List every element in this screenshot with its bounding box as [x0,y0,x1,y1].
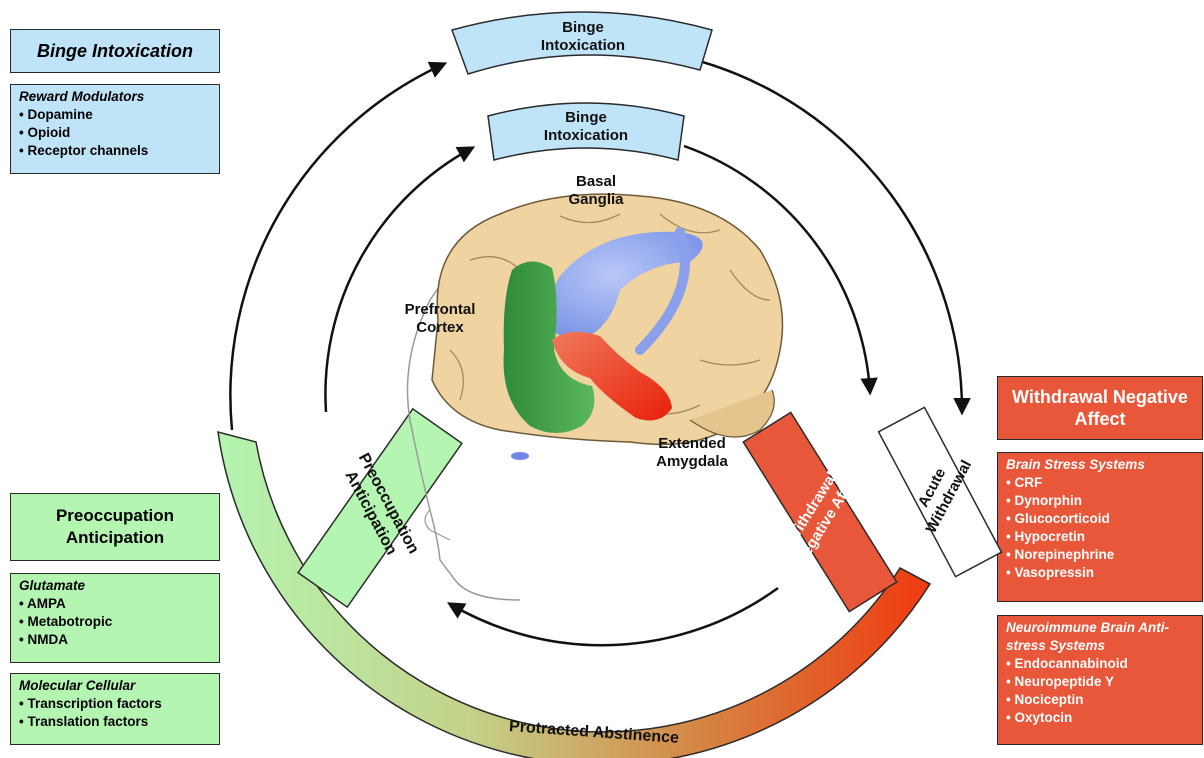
list-item: Metabotropic [19,613,211,631]
protracted-divider [899,567,931,585]
reward-modulators-box: Reward Modulators Dopamine Opioid Recept… [10,84,220,174]
list-item: Receptor channels [19,142,211,160]
list-item: Dopamine [19,106,211,124]
list-item: Nociceptin [1006,691,1194,709]
list-item: Dynorphin [1006,492,1194,510]
list-item: Opioid [19,124,211,142]
list-item: Endocannabinoid [1006,655,1194,673]
brain-stress-systems-box: Brain Stress Systems CRF Dynorphin Gluco… [997,452,1203,602]
acute-withdrawal-banner [877,406,1003,578]
inner-cycle-arrow-right [683,144,878,396]
molecular-cellular-box: Molecular Cellular Transcription factors… [10,673,220,745]
molecular-cellular-title: Molecular Cellular [19,678,136,693]
outer-cycle-arrow-right [659,50,971,416]
neuroimmune-title: Neuroimmune Brain Anti-stress Systems [1006,620,1170,653]
list-item: Neuropeptide Y [1006,673,1194,691]
withdrawal-negative-affect-header: Withdrawal Negative Affect [997,376,1203,440]
basal-ganglia-tail [635,227,690,355]
inner-cycle-arrow-bottom [446,586,779,647]
list-item: CRF [1006,474,1194,492]
list-item: Translation factors [19,713,211,731]
reward-modulators-title: Reward Modulators [19,89,145,104]
list-item: Vasopressin [1006,564,1194,582]
outer-cycle-arrow-left [229,61,448,431]
inner-binge-banner [487,102,685,161]
list-item: Hypocretin [1006,528,1194,546]
nose-outline [424,509,451,541]
glutamate-box: Glutamate AMPA Metabotropic NMDA [10,573,220,663]
binge-header-text: Binge Intoxication [36,41,193,61]
outer-binge-banner [451,11,713,75]
inner-cycle-arrow-left [324,146,476,413]
inner-withdrawal-banner [742,411,898,613]
withdrawal-header-text: Withdrawal Negative Affect [1012,387,1188,429]
list-item: Norepinephrine [1006,546,1194,564]
preoccupation-anticipation-header: Preoccupation Anticipation [10,493,220,561]
basal-ganglia-region [540,231,703,340]
cerebellum [689,389,775,438]
neuroimmune-box: Neuroimmune Brain Anti-stress Systems En… [997,615,1203,745]
prefrontal-cortex-region [503,261,595,433]
preoccupation-header-text: Preoccupation Anticipation [55,506,175,547]
list-item: AMPA [19,595,211,613]
list-item: Oxytocin [1006,709,1194,727]
binge-intoxication-header: Binge Intoxication [10,29,220,73]
inner-preoccupation-banner [297,407,463,609]
list-item: NMDA [19,631,211,649]
list-item: Transcription factors [19,695,211,713]
extended-amygdala-region [552,331,672,421]
glutamate-title: Glutamate [19,578,86,593]
list-item: Glucocorticoid [1006,510,1194,528]
eye-icon [511,452,529,460]
brain-stress-title: Brain Stress Systems [1006,457,1145,472]
